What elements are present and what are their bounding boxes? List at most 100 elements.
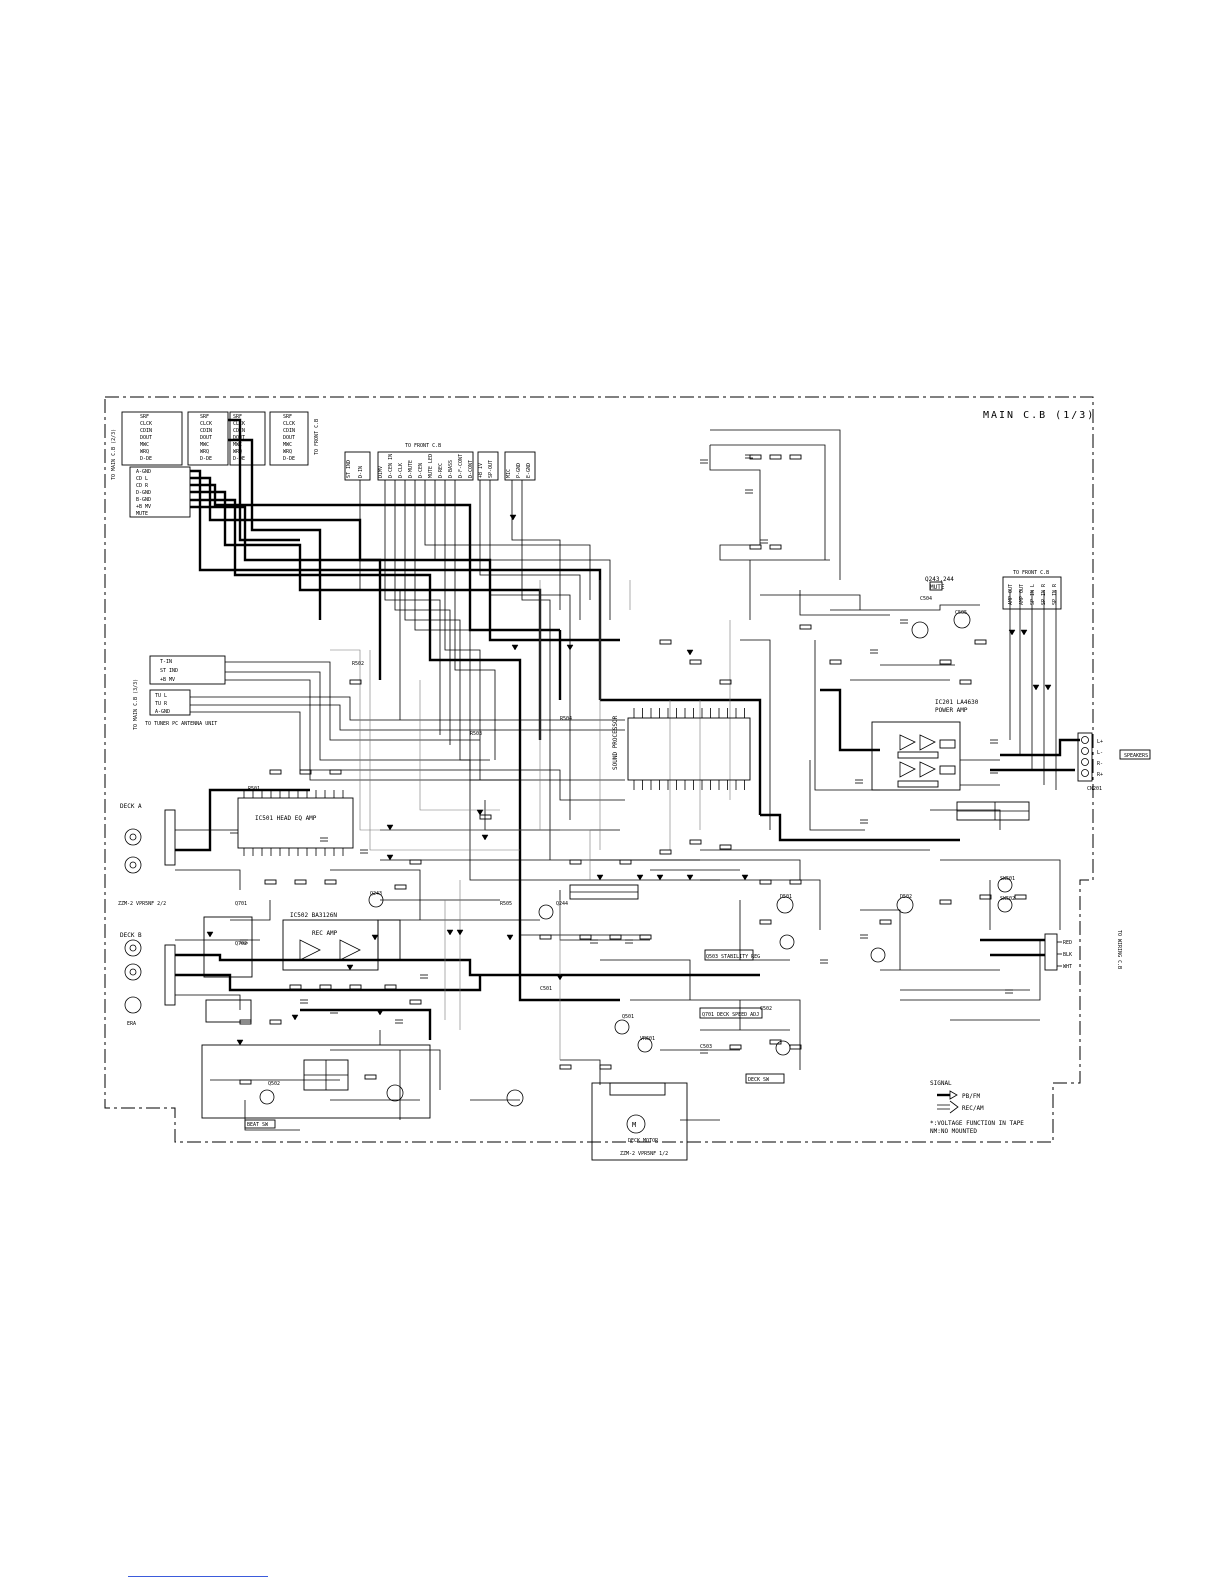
signal-arrow (346, 964, 354, 971)
resistor (384, 984, 397, 990)
resistor (294, 879, 307, 885)
part-label: R505 (500, 901, 512, 907)
signal-arrow (1008, 629, 1016, 636)
front-right-pin: AMP OUT (1008, 584, 1014, 605)
front-right-pin: SP IN R (1052, 583, 1058, 605)
resistor (599, 1064, 612, 1070)
resistor (789, 454, 802, 460)
speaker-pin-dot (1081, 736, 1089, 744)
resistor (719, 844, 732, 850)
resistor (759, 879, 772, 885)
components (230, 454, 1027, 1085)
svg-text:PB/FM: PB/FM (962, 1093, 980, 1100)
svg-text:ERA: ERA (127, 1021, 136, 1027)
part-label: Q243 (370, 891, 382, 897)
resistor (479, 814, 492, 820)
label-to-main-cb-1: TO MAIN C.B (2/3) (111, 429, 117, 480)
part-label: R504 (560, 716, 572, 722)
pin-label: MWC (233, 442, 242, 448)
label-to-front-right: TO FRONT C.B (1013, 570, 1049, 576)
resistor (349, 679, 362, 685)
resistor (394, 884, 407, 890)
resistor (539, 934, 552, 940)
front-right-pin: AMP OUT (1019, 584, 1025, 605)
resistor (729, 1044, 742, 1050)
svg-text:IC501 HEAD EQ AMP: IC501 HEAD EQ AMP (255, 815, 317, 822)
resistor (799, 624, 812, 630)
signal-arrow (556, 974, 564, 981)
signal-arrow (596, 874, 604, 881)
speaker-pin-dot (1081, 758, 1089, 766)
pin-label: ST IND (160, 668, 178, 674)
part-label: C502 (760, 1006, 772, 1012)
resistor (559, 1064, 572, 1070)
part-label: Q702 (235, 941, 247, 947)
front-top-pin: MIC (506, 469, 512, 478)
resistor (619, 859, 632, 865)
front-right-pin: SP IN L (1030, 584, 1036, 605)
resistor (319, 984, 332, 990)
pin-label: CLCK (200, 421, 212, 427)
board-title: MAIN C.B (1/3) (983, 410, 1095, 421)
svg-text:DECK SW: DECK SW (748, 1077, 770, 1083)
signal-arrow (481, 834, 489, 841)
resistor (959, 679, 972, 685)
label-to-front-left: TO FRONT C.B (314, 419, 320, 455)
pin-label: D-DE (200, 456, 212, 462)
svg-text:IC502 BA3126N: IC502 BA3126N (290, 912, 337, 919)
resistor (789, 879, 802, 885)
resistor (979, 894, 992, 900)
pin-label: CLCK (140, 421, 152, 427)
label-to-main-cb-2: TO MAIN C.B (3/3) (133, 679, 139, 730)
resistor (264, 879, 277, 885)
pin-label: WRQ (200, 449, 209, 455)
signal-arrow (636, 874, 644, 881)
signal-arrow (506, 934, 514, 941)
resistor (239, 1079, 252, 1085)
pin-label: SRF (233, 414, 242, 420)
front-top-pin: SP-OUT (488, 460, 494, 478)
front-top-pin: MUTE LED (428, 454, 434, 478)
signal-arrow (509, 514, 517, 521)
svg-text:REC AMP: REC AMP (312, 930, 338, 937)
deck-switch-block (203, 916, 253, 1023)
deck-a-head: DECK A ZZM-2 VPR5NF 2/2 (118, 803, 176, 907)
signal-arrow (476, 809, 484, 816)
resistor (609, 934, 622, 940)
part-labels: R501R502R503R504R505C501C502C503C504C505… (235, 596, 1015, 1087)
resistor (349, 984, 362, 990)
part-label: Q244 (556, 901, 568, 907)
footer-link-underline[interactable] (128, 1576, 268, 1577)
signal-arrow (376, 1009, 384, 1016)
part-label: D502 (900, 894, 912, 900)
svg-text:MUTE: MUTE (930, 584, 945, 591)
svg-text:SPEAKERS: SPEAKERS (1124, 753, 1148, 759)
pin-label: A-GND (155, 709, 170, 715)
part-label: R501 (248, 786, 260, 792)
front-top-pin: D-CEN IN (388, 454, 394, 478)
pin-label: A-GND (136, 469, 151, 475)
resistor (749, 544, 762, 550)
svg-text:Q701 DECK SPEED ADJ: Q701 DECK SPEED ADJ (702, 1012, 759, 1018)
svg-text:TO WIRING C.B: TO WIRING C.B (1116, 930, 1122, 969)
signal-arrow (741, 874, 749, 881)
front-top-pin: +B IV (478, 463, 484, 478)
part-label: C501 (540, 986, 552, 992)
front-top-pin: D-BASS (448, 460, 454, 478)
pin-label: SRF (140, 414, 149, 420)
pin-label: T-IN (160, 659, 172, 665)
svg-text:Q503 STABILITY REG: Q503 STABILITY REG (706, 954, 760, 960)
board-outline (104, 396, 1094, 1143)
front-top-pin: P-GND (516, 463, 522, 478)
part-label: D501 (780, 894, 792, 900)
resistor (364, 1074, 377, 1080)
svg-text:IC201 LA4630: IC201 LA4630 (935, 699, 979, 706)
resistor (829, 659, 842, 665)
speaker-terminal: L+L-R-R+ SPEAKERS CN201 (1077, 732, 1151, 792)
part-label: R502 (352, 661, 364, 667)
pin-label: CLCK (283, 421, 295, 427)
front-top-pin: D-IN (358, 466, 364, 478)
pin-label: SRF (200, 414, 209, 420)
resistor (269, 1019, 282, 1025)
